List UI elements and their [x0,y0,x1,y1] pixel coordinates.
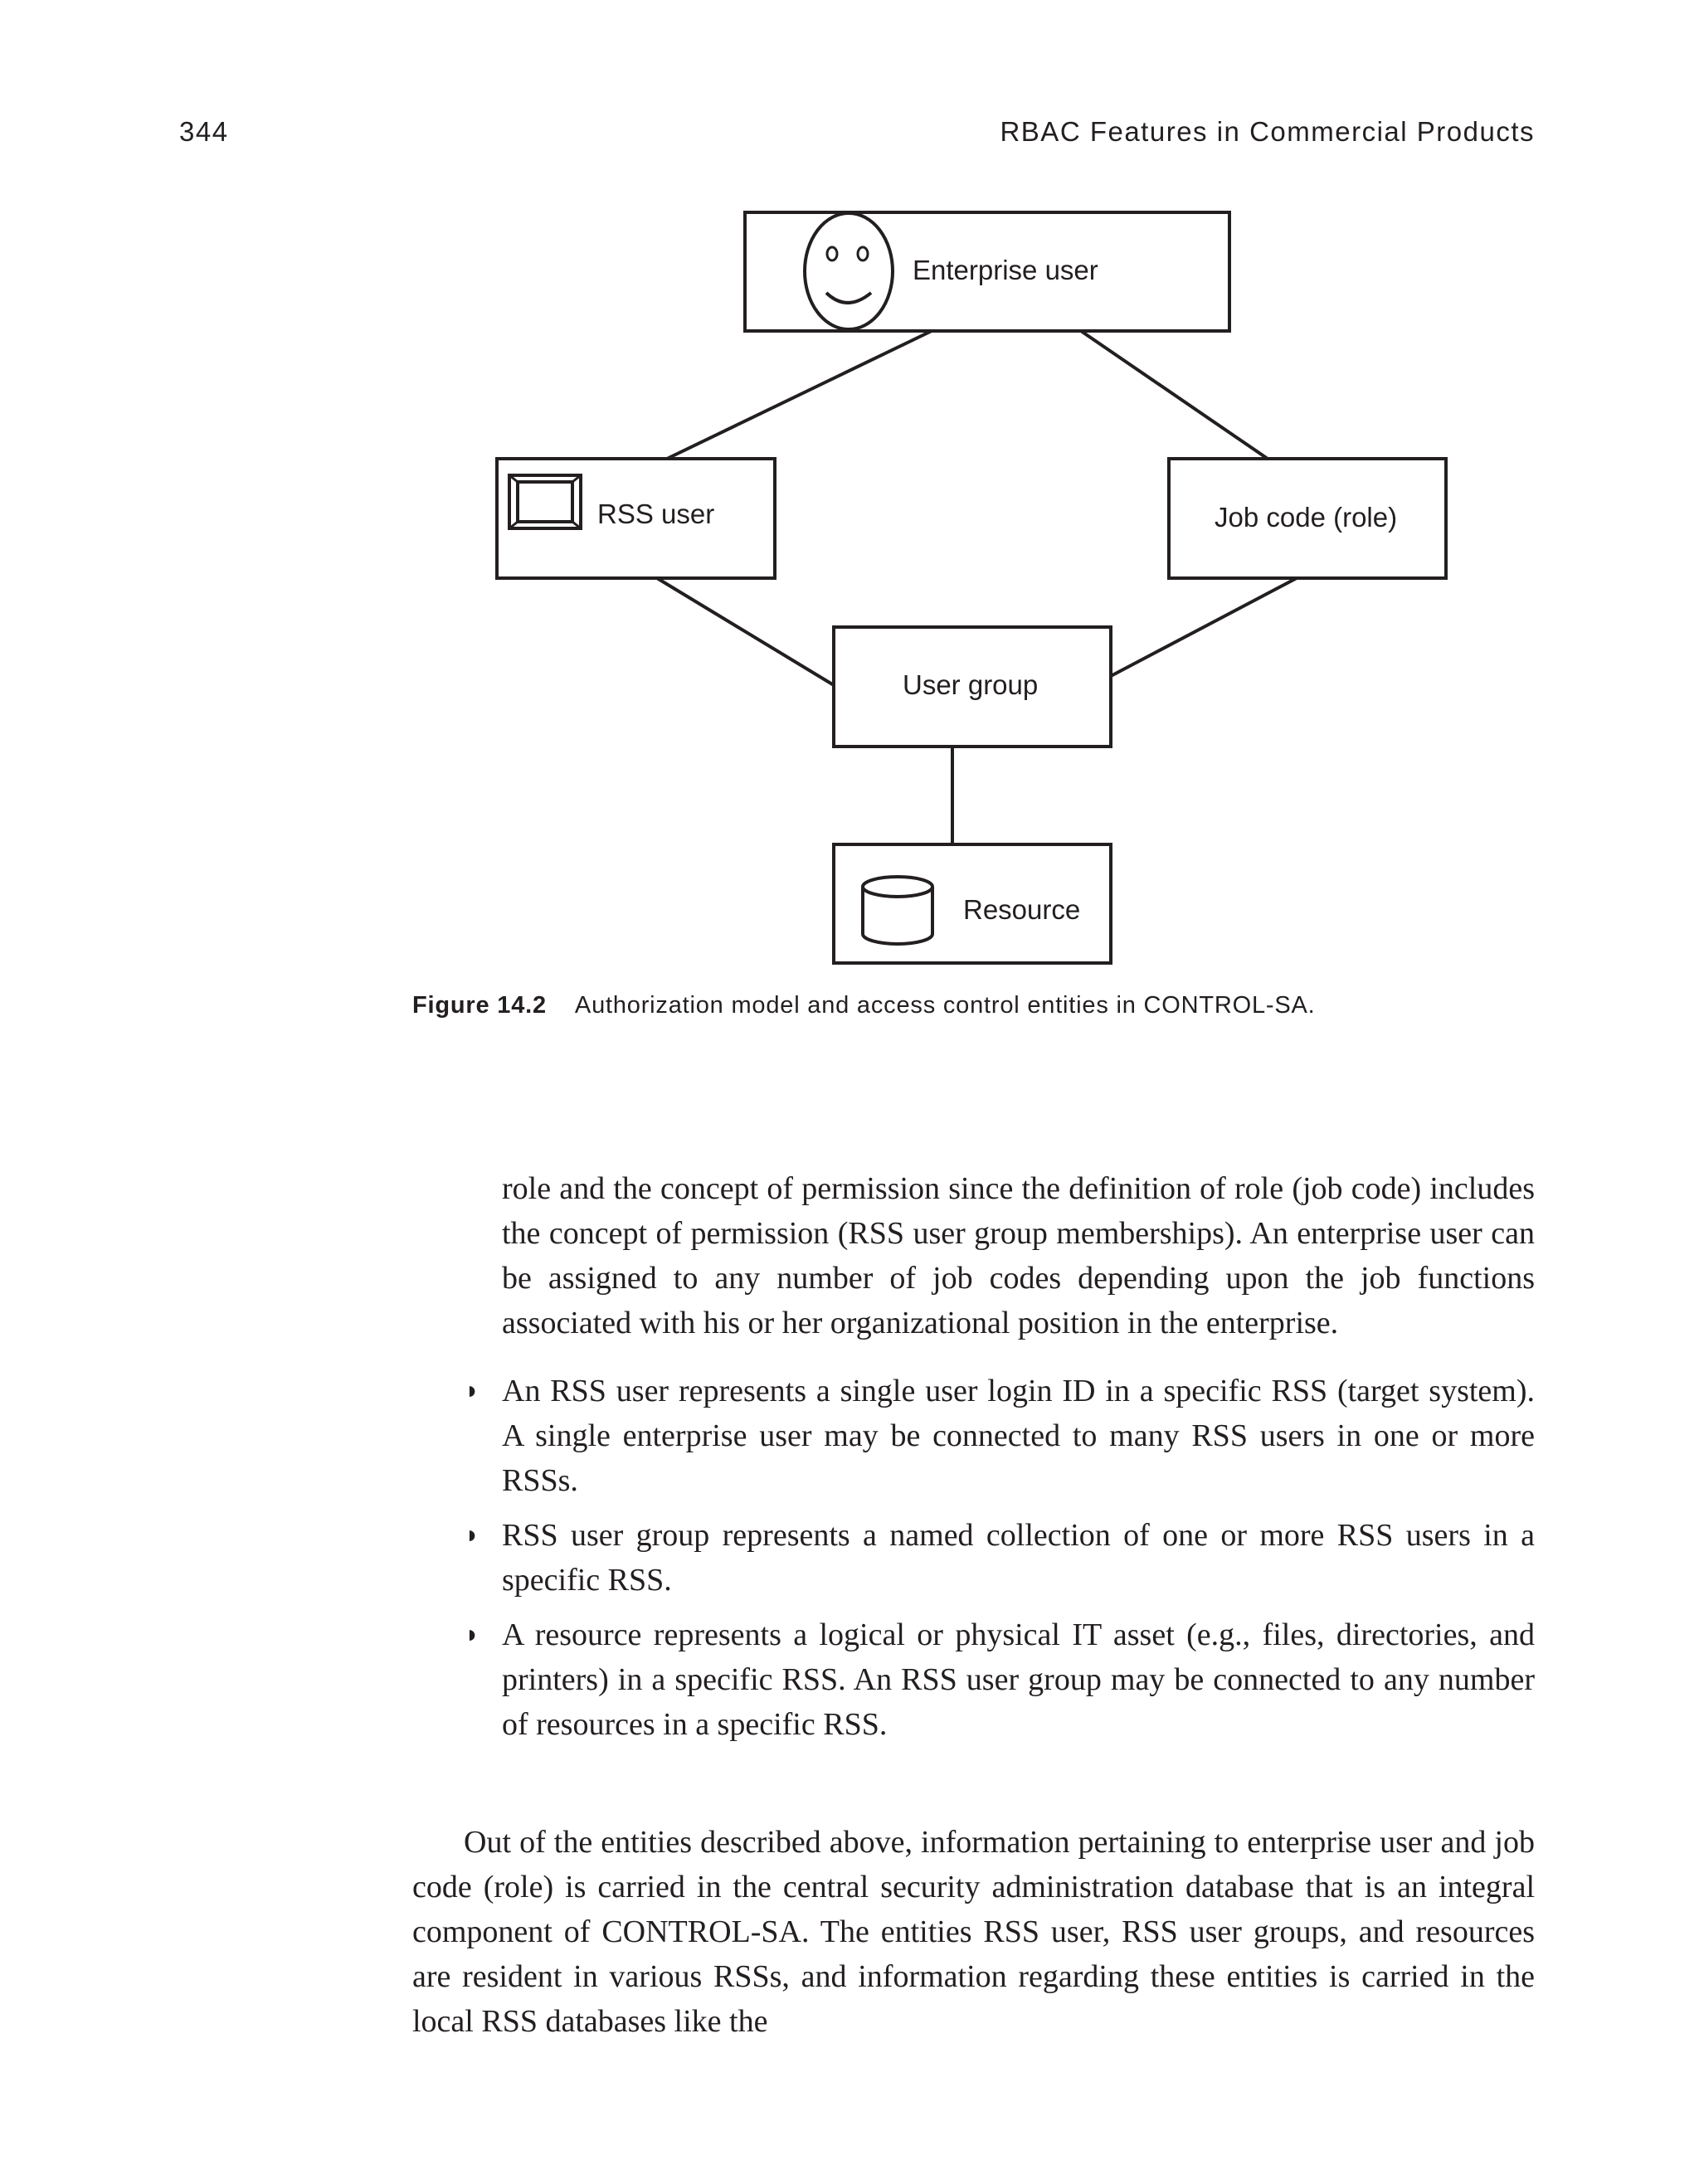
figure-caption: Figure 14.2 Authorization model and acces… [412,992,1316,1019]
face-icon [803,212,894,331]
bullet-icon: ◗ [465,1521,480,1549]
monitor-icon [508,474,582,530]
bullet-icon: ◗ [465,1377,480,1404]
list-item: ◗ RSS user group represents a named coll… [465,1513,1535,1603]
node-rss-user: RSS user [495,457,776,580]
list-item: ◗ A resource represents a logical or phy… [465,1612,1535,1747]
running-title: RBAC Features in Commercial Products [1000,116,1535,147]
bullet-icon: ◗ [465,1621,480,1648]
node-label-rss-user: RSS user [597,499,714,529]
body-paragraph: Out of the entities described above, inf… [412,1825,1535,2039]
list-item: ◗ An RSS user represents a single user l… [465,1369,1535,1503]
node-user-group: User group [832,625,1112,748]
authorization-model-diagram: Enterprise user RSS user Job code (role)… [495,211,1448,965]
node-label-enterprise-user: Enterprise user [913,255,1098,285]
edge-job-group [1110,576,1297,678]
node-label-resource: Resource [963,894,1080,925]
page-number: 344 [179,116,229,147]
node-label-user-group: User group [903,669,1038,700]
figure-label: Figure 14.2 [412,992,547,1019]
node-label-job-code: Job code (role) [1215,502,1397,533]
bullet-text: An RSS user represents a single user log… [502,1374,1535,1498]
figure-caption-text: Authorization model and access control e… [574,992,1316,1019]
bullet-list: ◗ An RSS user represents a single user l… [465,1369,1535,1757]
node-resource: Resource [832,843,1112,965]
bullet-text: RSS user group represents a named collec… [502,1518,1535,1598]
database-cylinder-icon [861,875,934,946]
bullet-text: A resource represents a logical or physi… [502,1617,1535,1742]
node-enterprise-user: Enterprise user [743,211,1231,333]
edge-enterprise-job [1079,329,1269,460]
edge-rss-group [655,576,835,687]
node-job-code: Job code (role) [1167,457,1448,580]
edge-enterprise-rss [666,329,932,460]
continuation-paragraph: role and the concept of permission since… [502,1171,1535,1340]
